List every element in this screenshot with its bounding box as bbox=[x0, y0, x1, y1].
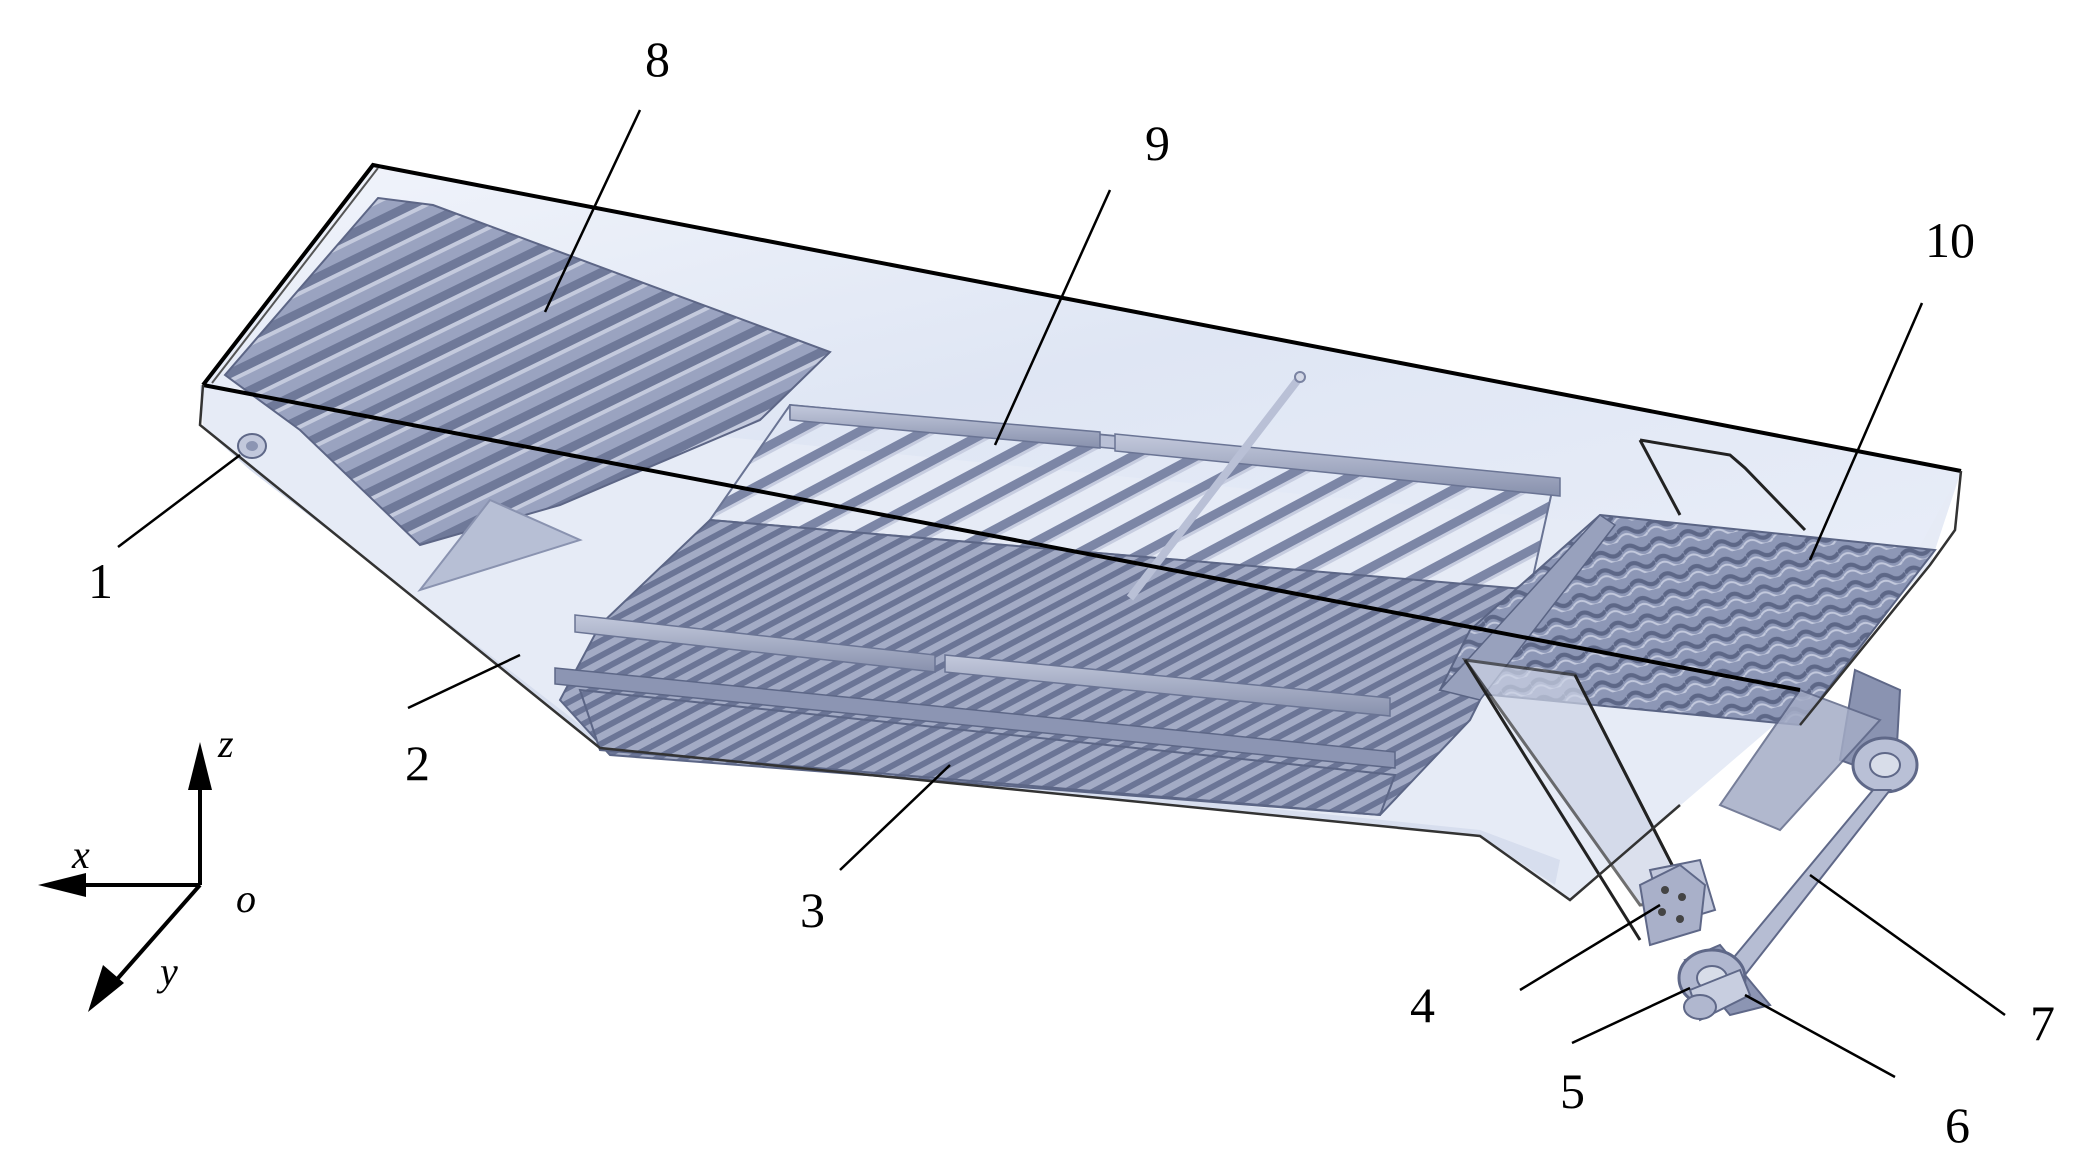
x-axis-arrow bbox=[38, 873, 86, 897]
y-axis-label: y bbox=[156, 949, 178, 994]
callout-3: 3 bbox=[800, 882, 825, 938]
callout-8: 8 bbox=[645, 31, 670, 87]
origin-label: o bbox=[236, 876, 256, 921]
support-bracket bbox=[417, 498, 583, 592]
y-axis-line bbox=[110, 883, 202, 987]
z-axis-label: z bbox=[217, 721, 234, 766]
z-axis-arrow bbox=[188, 742, 212, 790]
callout-5: 5 bbox=[1560, 1063, 1585, 1119]
inner-rod bbox=[1126, 374, 1304, 601]
callout-7: 7 bbox=[2030, 995, 2055, 1051]
y-axis-arrow bbox=[88, 965, 124, 1012]
frame-outline bbox=[198, 162, 1963, 902]
callout-2: 2 bbox=[405, 735, 430, 791]
callout-10: 10 bbox=[1925, 212, 1975, 268]
callout-1: 1 bbox=[88, 553, 113, 609]
callout-6: 6 bbox=[1945, 1097, 1970, 1153]
callout-labels: 1 2 3 4 5 6 7 8 9 10 bbox=[88, 31, 2055, 1153]
leader-lines bbox=[117, 109, 2006, 1079]
callout-9: 9 bbox=[1145, 115, 1170, 171]
rod-end bbox=[1294, 371, 1306, 383]
coordinate-axes: z x y o bbox=[38, 721, 256, 1012]
drive-assembly bbox=[1638, 668, 1919, 1022]
guide-rails bbox=[554, 404, 1561, 769]
pivot-1 bbox=[237, 433, 267, 459]
x-axis-label: x bbox=[71, 832, 90, 877]
callout-4: 4 bbox=[1410, 977, 1435, 1033]
